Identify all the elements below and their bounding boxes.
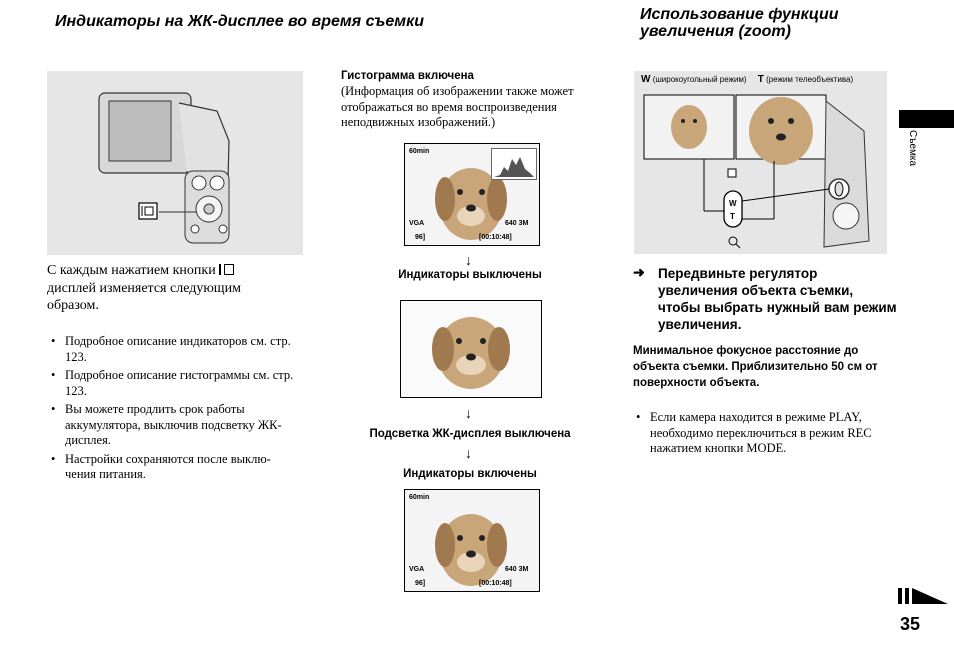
t-label: (режим телеобъектива) xyxy=(766,75,854,84)
step-indicators-off: Индикаторы выключены xyxy=(398,269,542,281)
zoom-lever-w: W xyxy=(729,199,737,208)
histogram-box xyxy=(491,148,537,180)
battery-indicator: 60min xyxy=(409,494,430,501)
intro-text-part2: дисплей изменяется следующим образом. xyxy=(47,280,241,314)
step-backlight-off: Подсветка ЖК-дисплея выключена xyxy=(369,428,571,440)
zoom-heading-line2: увеличения (zoom) xyxy=(640,23,791,40)
side-tab-marker xyxy=(899,110,954,128)
step-indicators-on: Индикаторы включены xyxy=(403,468,537,480)
zoom-drawing xyxy=(643,94,870,249)
lcd-screen-indicators-on: 60min VGA 96] 640 3M [00:10:48] xyxy=(404,489,540,592)
section-heading-zoom: Использование функции увеличения (zoom) xyxy=(640,6,900,40)
arrow-down-icon: ↓ xyxy=(465,405,472,421)
battery-indicator: 60min xyxy=(409,148,430,155)
camera-drawing xyxy=(98,92,230,244)
arrow-down-icon: ↓ xyxy=(465,252,472,268)
histogram-graph xyxy=(494,157,534,177)
page-number: 35 xyxy=(900,614,921,634)
camera-illustration xyxy=(47,71,303,255)
resolution-indicator: 640 3M xyxy=(505,566,529,573)
intro-text: С каждым нажатием кнопки дисплей изменяе… xyxy=(47,262,287,315)
instruction-arrow-icon: ➜ xyxy=(633,264,645,280)
zoom-modes-label: W (широкоугольный режим) T (режим телеоб… xyxy=(641,74,853,85)
intro-text-part1: С каждым нажатием кнопки xyxy=(47,263,216,278)
vga-indicator: VGA xyxy=(409,566,425,573)
histogram-description: (Информация об изображении также может о… xyxy=(341,84,574,129)
arrow-down-icon: ↓ xyxy=(465,445,472,461)
page-corner-mark xyxy=(898,588,948,604)
zoom-illustration: W (широкоугольный режим) T (режим телеоб… xyxy=(634,71,887,254)
zoom-heading-line1: Использование функции xyxy=(640,6,839,23)
time-indicator: [00:10:48] xyxy=(479,234,512,241)
shot-count: 96] xyxy=(415,580,426,587)
zoom-lever-t: T xyxy=(730,212,735,221)
list-item: Настройки сохраняются после выклю-чения … xyxy=(49,452,297,483)
w-label: (широкоугольный режим) xyxy=(652,75,747,84)
focus-distance-note: Минимальное фокусное расстояние до объек… xyxy=(633,345,878,389)
section-heading-lcd-indicators: Индикаторы на ЖК-дисплее во время съемки xyxy=(55,13,424,30)
resolution-indicator: 640 3M xyxy=(505,220,529,227)
vga-indicator: VGA xyxy=(409,220,425,227)
t-letter: T xyxy=(757,74,764,85)
display-button-icon xyxy=(219,264,235,275)
instruction-text: Передвиньте регулятор увеличения объекта… xyxy=(658,266,897,332)
dog-image xyxy=(435,514,507,586)
list-item: Если камера находится в режиме PLAY, нео… xyxy=(634,410,884,457)
lcd-screen-histogram: 60min VGA 96] 640 3M [00:10:48] xyxy=(404,143,540,246)
list-item: Подробное описание индикаторов см. стр. … xyxy=(49,334,297,365)
lcd-screen-no-indicators xyxy=(400,300,542,398)
zoom-notes-list: Если камера находится в режиме PLAY, нео… xyxy=(634,410,884,460)
shot-count: 96] xyxy=(415,234,426,241)
list-item: Подробное описание гистограммы см. стр. … xyxy=(49,368,297,399)
dog-image xyxy=(432,317,510,389)
side-tab-label: Съемка xyxy=(907,130,918,167)
list-item: Вы можете продлить срок работы аккумулят… xyxy=(49,402,297,449)
histogram-title: Гистограмма включена xyxy=(341,70,474,82)
notes-list: Подробное описание индикаторов см. стр. … xyxy=(49,334,297,486)
time-indicator: [00:10:48] xyxy=(479,580,512,587)
w-letter: W xyxy=(641,74,651,85)
dog-image xyxy=(435,168,507,240)
